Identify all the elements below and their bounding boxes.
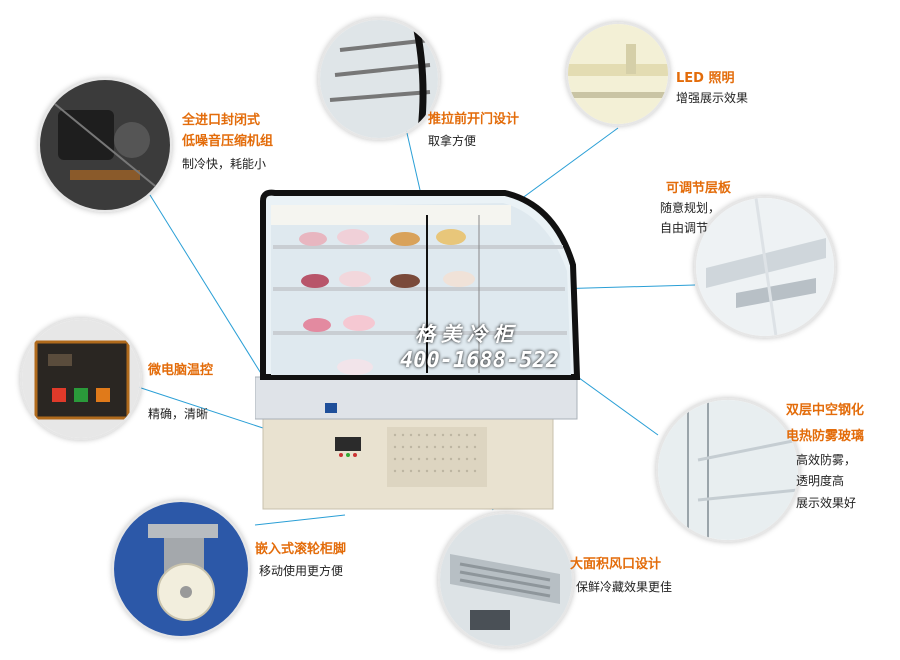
caster-desc: 移动使用更方便 — [259, 564, 344, 578]
glass-desc-3: 展示效果好 — [796, 496, 857, 510]
temp-title: 微电脑温控 — [148, 363, 214, 378]
vent-title: 大面积风口设计 — [570, 557, 662, 572]
vent-desc: 保鲜冷藏效果更佳 — [576, 580, 673, 594]
led-photo — [566, 22, 670, 126]
glass-desc-2: 透明度高 — [796, 474, 845, 488]
temp-control-photo — [20, 318, 142, 440]
door-title: 推拉前开门设计 — [428, 112, 520, 127]
door-desc: 取拿方便 — [428, 134, 477, 148]
vent-photo — [438, 512, 574, 648]
led-title: LED 照明 — [676, 71, 735, 86]
caster-photo — [112, 500, 250, 638]
watermark-brand: 格美冷柜 — [415, 322, 519, 346]
glass-title-2: 电热防雾玻璃 — [786, 429, 865, 444]
glass-title-1: 双层中空钢化 — [786, 403, 865, 418]
led-desc: 增强展示效果 — [676, 91, 749, 105]
compressor-title-2: 低噪音压缩机组 — [182, 134, 274, 149]
glass-photo — [656, 398, 800, 542]
shelf-title: 可调节层板 — [666, 181, 732, 196]
watermark-phone: 400-1688-522 — [400, 348, 559, 373]
caster-title: 嵌入式滚轮柜脚 — [255, 542, 347, 557]
door-photo — [318, 18, 440, 140]
temp-desc: 精确，清晰 — [148, 407, 209, 421]
shelf-desc-1: 随意规划， — [660, 201, 721, 215]
compressor-desc: 制冷快，耗能小 — [182, 157, 267, 171]
compressor-photo — [38, 78, 172, 212]
shelf-desc-2: 自由调节 — [660, 221, 709, 235]
display-cabinet-image — [255, 185, 585, 515]
shelf-photo — [694, 196, 836, 338]
compressor-title-1: 全进口封闭式 — [182, 113, 261, 128]
glass-desc-1: 高效防雾， — [796, 453, 857, 467]
